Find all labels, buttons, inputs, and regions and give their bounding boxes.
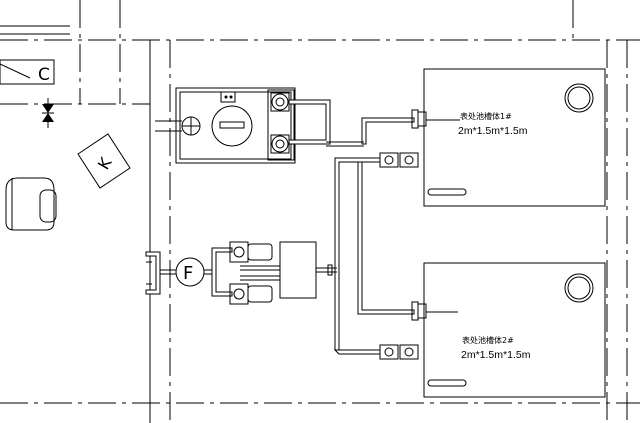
dosing-pump-lower-icon (270, 134, 290, 154)
tank2-label: 表处池槽体2# (462, 335, 514, 345)
pipe-run-skid-to-tank1 (288, 99, 415, 355)
treatment-tank-1: 表处池槽体1# 2m*1.5m*1.5m (423, 68, 606, 207)
room-symbol: C (0, 59, 55, 85)
tank1-drain-slot (427, 188, 467, 196)
room-symbol-diagonal (0, 63, 31, 79)
flow-meter-icon: F (175, 257, 205, 287)
supply-pump-upper-icon (229, 241, 273, 263)
tank1-upper-valve-icon (411, 109, 427, 129)
supply-pump-lower-icon (229, 283, 273, 305)
dosing-equipment-skid (155, 87, 296, 164)
room-symbol-box (0, 59, 55, 85)
door-symbol: K (77, 133, 131, 189)
tank1-lower-valve-icon (379, 152, 419, 168)
room-symbol-label: C (38, 65, 50, 85)
dosing-pump-upper-icon (270, 92, 290, 112)
tank1-size: 2m*1.5m*1.5m (458, 125, 528, 137)
tank1-outline (423, 68, 606, 207)
skid-frame (175, 87, 296, 164)
filter-unit-box (279, 241, 317, 299)
flow-meter-label: F (183, 263, 193, 284)
tank2-drain-slot (427, 379, 467, 387)
door-symbol-diamond (77, 133, 131, 189)
chair-icon (5, 177, 57, 231)
wall-valve-icon (42, 98, 54, 128)
supply-pump-line: F (145, 241, 337, 305)
door-symbol-label: K (94, 154, 116, 173)
tank2-lower-valve-icon (379, 344, 419, 360)
mixer-tank-icon (211, 105, 253, 147)
treatment-tank-2: 表处池槽体2# 2m*1.5m*1.5m (423, 262, 606, 398)
tank2-upper-valve-icon (411, 301, 427, 321)
tank1-label: 表处池槽体1# (460, 111, 512, 121)
tank2-size: 2m*1.5m*1.5m (461, 349, 531, 361)
tank2-manhole-icon (564, 273, 594, 303)
tank1-manhole-icon (564, 83, 594, 113)
tank2-outline (423, 262, 606, 398)
